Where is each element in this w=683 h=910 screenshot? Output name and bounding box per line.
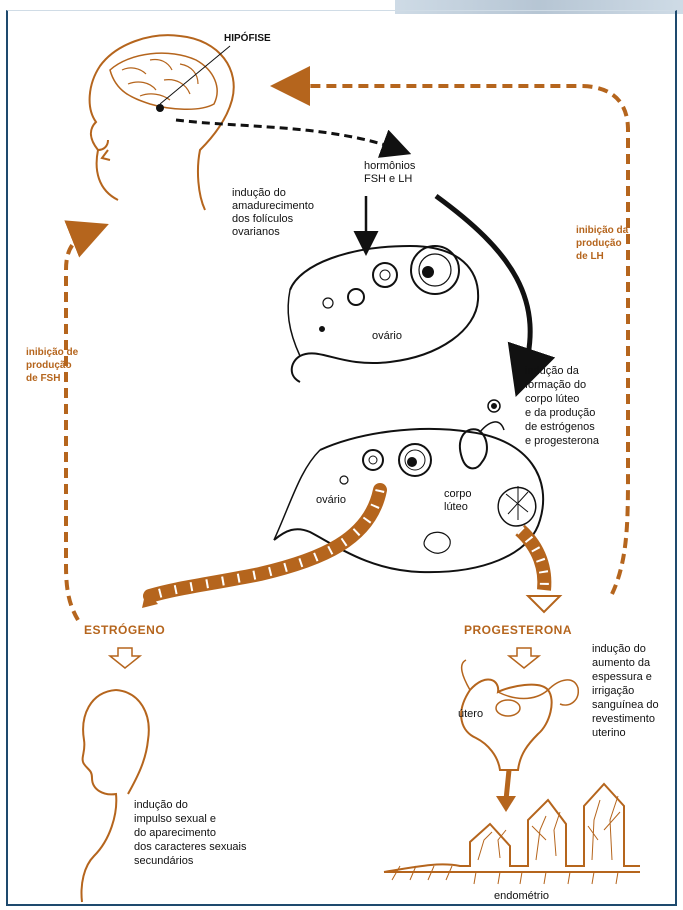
label-inducao-corpo-luteo: indução da formação do corpo lúteo e da … — [525, 364, 599, 448]
progesterone-arrowhead — [528, 596, 560, 612]
fsh-inhibition-feedback — [66, 230, 94, 620]
label-inducao-impulso: indução do impulso sexual e do aparecime… — [134, 798, 247, 868]
label-progesterona: PROGESTERONA — [464, 624, 572, 637]
label-ovario-bottom: ovário — [316, 494, 346, 507]
label-corpo-luteo: corpo lúteo — [444, 488, 472, 514]
label-inducao-amadurecimento: indução do amadurecimento dos folículos … — [232, 187, 314, 239]
label-inducao-aumento: indução do aumento da espessura e irriga… — [592, 642, 659, 740]
hipofise-pointer — [160, 46, 230, 104]
label-inibicao-lh: inibição da produção de LH — [576, 224, 628, 263]
female-silhouette-back — [116, 690, 149, 794]
uterus-to-endometrium-arrow — [506, 770, 509, 800]
label-ovario-top: ovário — [372, 330, 402, 343]
label-estrogeno: ESTRÓGENO — [84, 624, 165, 637]
label-utero: útero — [458, 708, 483, 721]
label-hormonios: hormônios FSH e LH — [364, 160, 415, 186]
label-hipofise: HIPÓFISE — [224, 32, 271, 45]
ovary-top-illustration — [288, 246, 478, 382]
progesterone-down-arrow — [509, 648, 539, 668]
pituitary-to-hormones-arrow — [176, 120, 400, 150]
label-endometrio: endométrio — [494, 890, 549, 903]
ovary-bottom-illustration — [274, 400, 543, 572]
lh-to-ovary-arrow — [436, 196, 530, 378]
label-inibicao-fsh: inibição de produção de FSH — [26, 346, 78, 385]
female-silhouette — [82, 690, 117, 902]
uterus-arrowhead — [496, 796, 516, 812]
estrogen-down-arrow — [110, 648, 140, 668]
pituitary-dot — [156, 104, 164, 112]
lh-inhibition-feedback — [286, 86, 628, 594]
ovary-to-progesterone-band — [520, 530, 544, 590]
